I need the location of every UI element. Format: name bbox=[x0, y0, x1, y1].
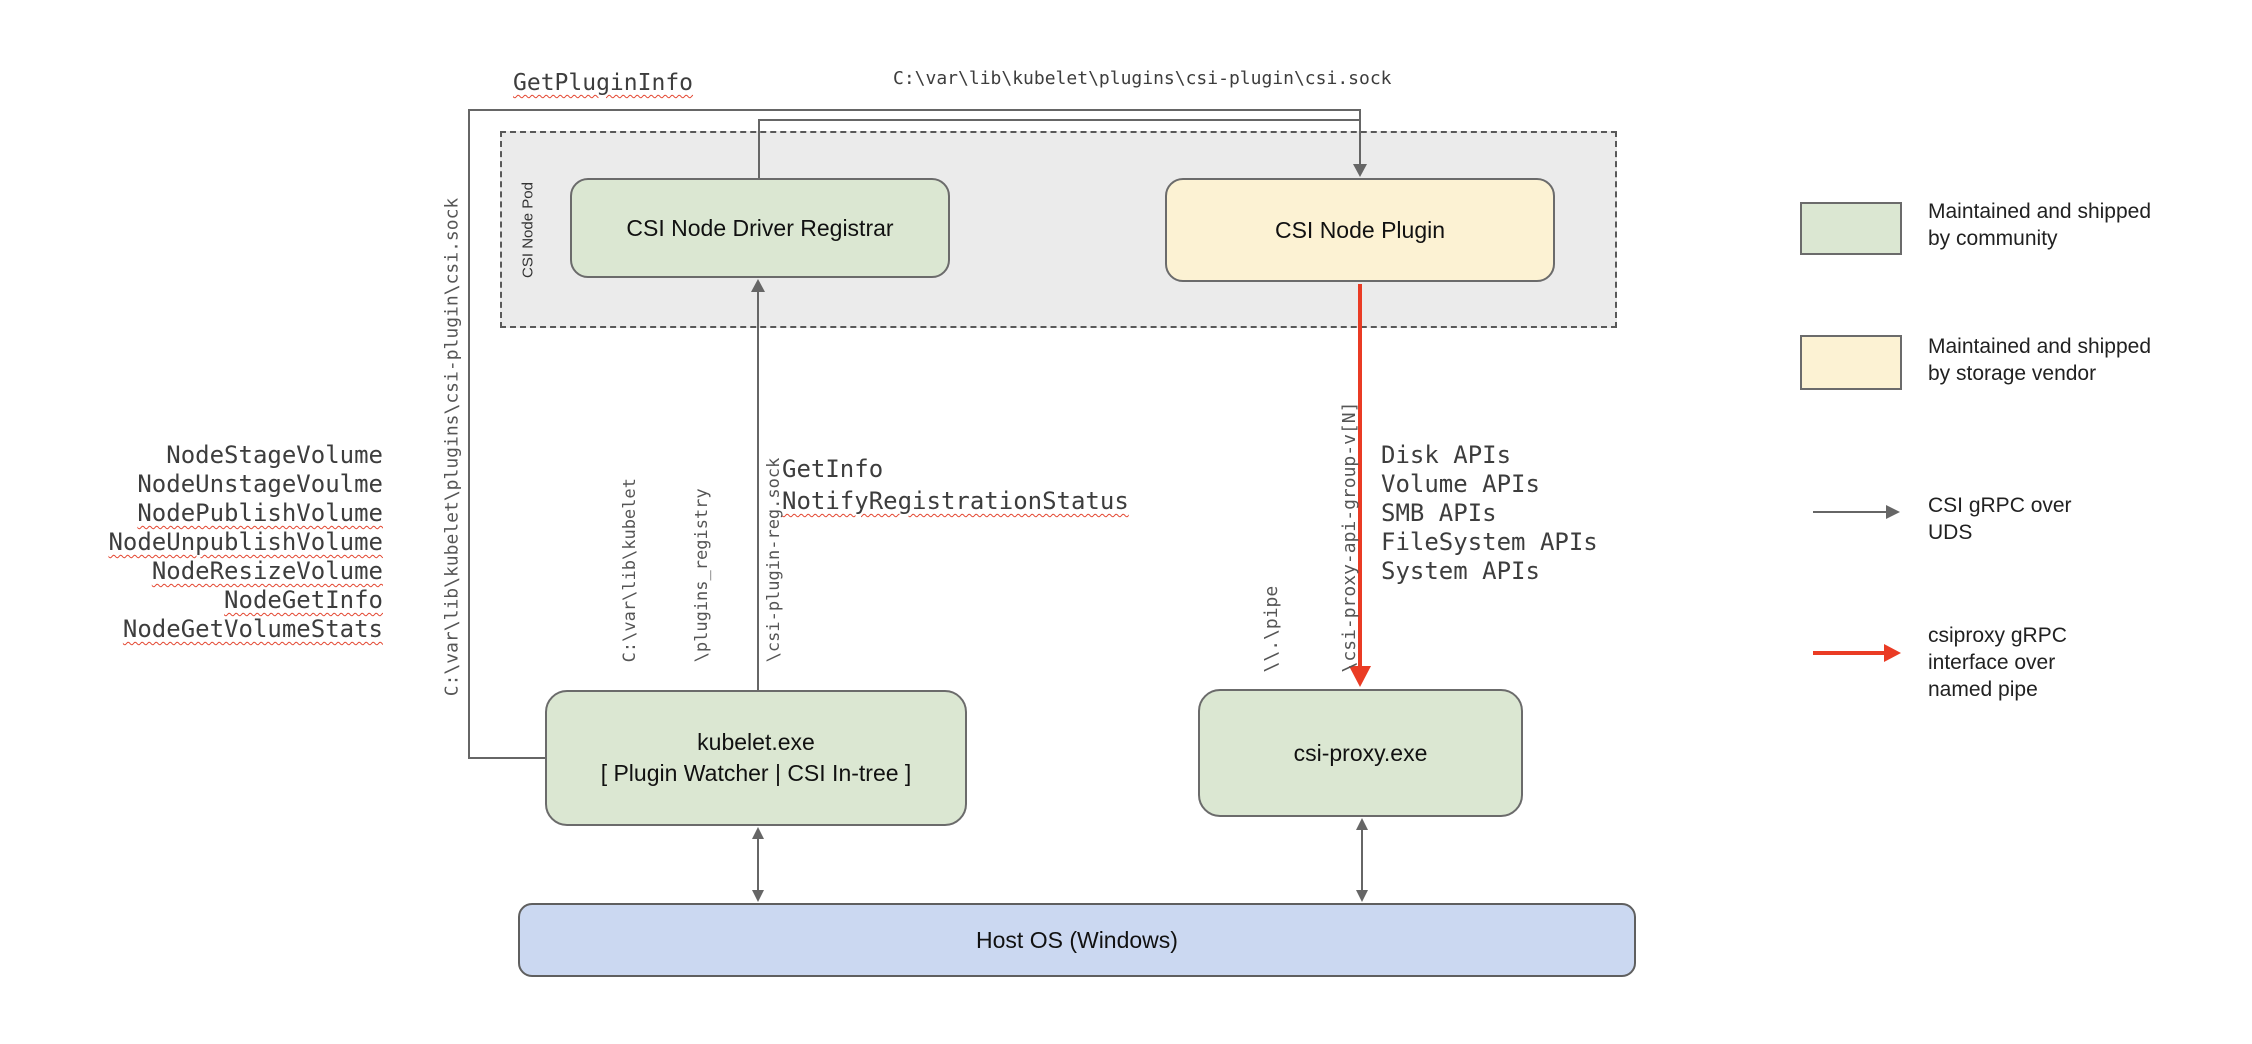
node-call-item: NodeStageVolume bbox=[166, 441, 383, 469]
legend-community-line: Maintained and shipped bbox=[1928, 200, 2152, 223]
csi-proxy-box: csi-proxy.exe bbox=[1198, 689, 1523, 817]
legend-vendor-line: Maintained and shipped bbox=[1928, 335, 2152, 358]
legend-community-label: Maintained and shipped by community bbox=[1928, 198, 2151, 252]
csi-node-driver-registrar-box: CSI Node Driver Registrar bbox=[570, 178, 950, 278]
kubelet-hostos-arrowhead-down bbox=[752, 890, 764, 902]
proxy-hostos-line bbox=[1361, 829, 1363, 892]
legend-community-line: by community bbox=[1928, 227, 2058, 250]
node-call-list: NodeStageVolume NodeUnstageVoulme NodePu… bbox=[83, 441, 383, 644]
legend-community-swatch bbox=[1800, 202, 1902, 255]
api-call-item: Volume APIs bbox=[1381, 470, 1540, 498]
kubelet-to-plugin-line-top bbox=[468, 109, 1361, 111]
plugin-to-proxy-red-line bbox=[1358, 284, 1362, 668]
legend-vendor-line: by storage vendor bbox=[1928, 362, 2097, 385]
legend-vendor-swatch bbox=[1800, 335, 1902, 390]
api-call-item: SMB APIs bbox=[1381, 499, 1497, 527]
plugin-arrowhead-down bbox=[1353, 164, 1367, 177]
named-pipe-label: \\.\pipe \csi-proxy-api-group-v[N] bbox=[1207, 402, 1415, 673]
plugin-reg-sock-line: \plugins_registry bbox=[692, 488, 712, 663]
proxy-api-list: Disk APIs Volume APIs SMB APIs FileSyste… bbox=[1381, 441, 1598, 586]
legend-pipe-line: interface over bbox=[1928, 651, 2056, 674]
host-os-label: Host OS (Windows) bbox=[976, 926, 1178, 953]
api-call-item: Disk APIs bbox=[1381, 441, 1512, 469]
legend-pipe-line: csiproxy gRPC bbox=[1928, 624, 2067, 647]
kubelet-label-line1: kubelet.exe bbox=[697, 729, 815, 755]
proxy-arrowhead-down-red bbox=[1349, 666, 1371, 687]
legend-pipe-line: named pipe bbox=[1928, 678, 2038, 701]
kubelet-to-registrar-line bbox=[757, 291, 759, 690]
csi-node-plugin-label: CSI Node Plugin bbox=[1274, 216, 1446, 243]
get-info-label: GetInfo bbox=[782, 455, 884, 483]
get-plugin-info-label: GetPluginInfo bbox=[513, 70, 694, 96]
csi-node-pod-label: CSI Node Pod bbox=[519, 182, 537, 278]
legend-vendor-label: Maintained and shipped by storage vendor bbox=[1928, 333, 2151, 387]
kubelet-hostos-line bbox=[757, 838, 759, 892]
legend-uds-arrowhead bbox=[1886, 505, 1900, 519]
node-call-item: NodeUnpublishVolume bbox=[108, 528, 383, 556]
plugin-drop-line bbox=[1359, 109, 1361, 165]
api-call-item: System APIs bbox=[1381, 557, 1540, 585]
plugin-reg-sock-label: C:\var\lib\kubelet \plugins_registry \cs… bbox=[570, 458, 834, 663]
legend-uds-line: CSI gRPC over bbox=[1928, 494, 2072, 517]
named-pipe-line: \csi-proxy-api-group-v[N] bbox=[1339, 401, 1360, 673]
node-call-item: NodePublishVolume bbox=[137, 499, 383, 527]
plugin-reg-sock-line: \csi-plugin-reg.sock bbox=[764, 457, 784, 663]
csi-sock-path-vertical-label: C:\var\lib\kubelet\plugins\csi-plugin\cs… bbox=[441, 197, 463, 697]
plugin-reg-sock-line: C:\var\lib\kubelet bbox=[620, 478, 640, 663]
node-call-item: NodeResizeVolume bbox=[151, 557, 383, 585]
registrar-to-plugin-line-horizontal bbox=[758, 119, 1361, 121]
kubelet-to-plugin-line-vertical bbox=[468, 109, 470, 759]
csi-proxy-label: csi-proxy.exe bbox=[1293, 739, 1428, 766]
csi-sock-path-top-label: C:\var\lib\kubelet\plugins\csi-plugin\cs… bbox=[893, 68, 1392, 89]
api-call-item: FileSystem APIs bbox=[1381, 528, 1598, 556]
proxy-hostos-arrowhead-up bbox=[1356, 818, 1368, 830]
notify-registration-status-label: NotifyRegistrationStatus bbox=[782, 487, 1129, 515]
legend-pipe-label: csiproxy gRPC interface over named pipe bbox=[1928, 622, 2067, 703]
proxy-hostos-arrowhead-down bbox=[1356, 890, 1368, 902]
registrar-arrowhead-up bbox=[751, 279, 765, 292]
kubelet-box: kubelet.exe [ Plugin Watcher | CSI In-tr… bbox=[545, 690, 967, 826]
node-call-item: NodeGetVolumeStats bbox=[122, 615, 383, 643]
named-pipe-line: \\.\pipe bbox=[1261, 585, 1282, 673]
legend-uds-line: UDS bbox=[1928, 521, 1973, 544]
csi-node-driver-registrar-label: CSI Node Driver Registrar bbox=[626, 214, 894, 241]
node-call-item: NodeUnstageVoulme bbox=[137, 470, 383, 498]
kubelet-label-line2: [ Plugin Watcher | CSI In-tree ] bbox=[600, 760, 912, 786]
legend-uds-label: CSI gRPC over UDS bbox=[1928, 492, 2072, 546]
kubelet-hostos-arrowhead-up bbox=[752, 827, 764, 839]
legend-uds-arrow-line bbox=[1813, 511, 1888, 513]
node-call-item: NodeGetInfo bbox=[224, 586, 383, 614]
host-os-box: Host OS (Windows) bbox=[518, 903, 1636, 977]
registrar-to-plugin-line-vertical bbox=[758, 119, 760, 179]
kubelet-to-plugin-line-bottom-stub bbox=[468, 757, 547, 759]
legend-pipe-arrow-line bbox=[1813, 651, 1886, 655]
legend-pipe-arrowhead bbox=[1884, 644, 1901, 662]
csi-node-plugin-box: CSI Node Plugin bbox=[1165, 178, 1555, 282]
